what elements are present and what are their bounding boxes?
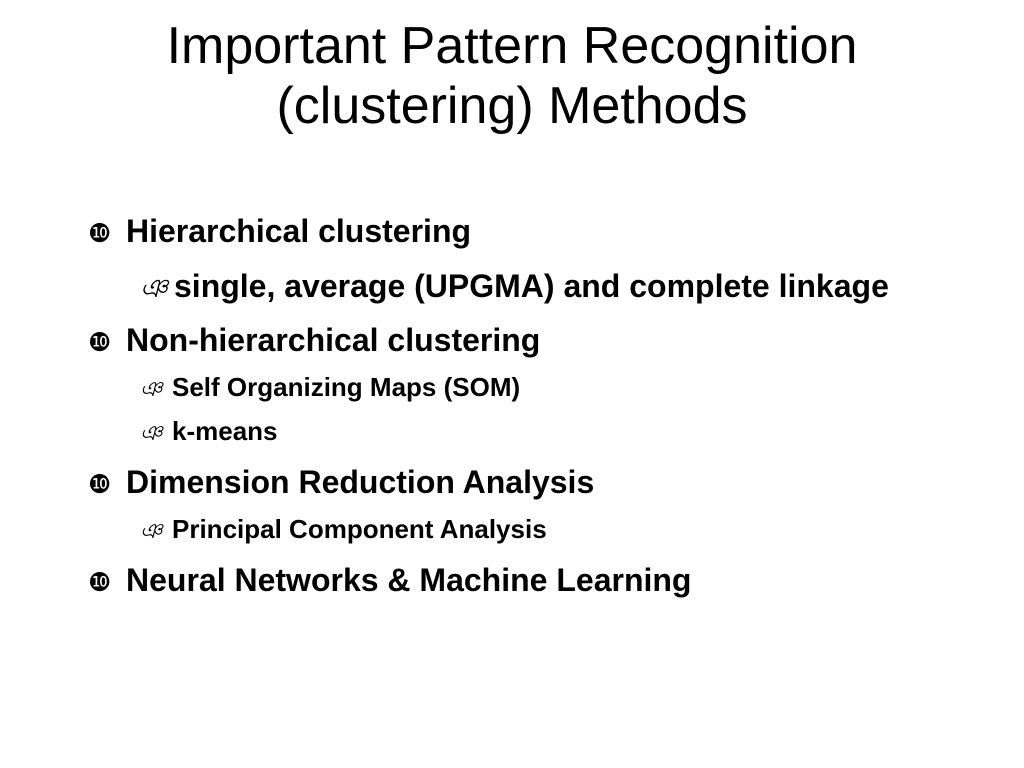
slide-title: Important Pattern Recognition (clusterin… xyxy=(0,16,1024,136)
sub-bullet-text: Self Organizing Maps (SOM) xyxy=(172,372,521,402)
sub-bullet-item: ঞ single, average (UPGMA) and complete l… xyxy=(140,264,988,311)
bullet-item: ❿ Dimension Reduction Analysis xyxy=(88,463,988,503)
script-bullet-icon: ঞ xyxy=(140,274,168,304)
sub-bullet-item: ঞ k-means xyxy=(140,415,988,449)
sub-bullet-text: k-means xyxy=(172,416,278,446)
title-line-1: Important Pattern Recognition xyxy=(166,17,858,75)
bullet-item: ❿ Hierarchical clustering xyxy=(88,212,988,252)
script-bullet-icon: ঞ xyxy=(140,421,163,445)
script-bullet-icon: ঞ xyxy=(140,377,163,401)
bullet-text: Neural Networks & Machine Learning xyxy=(126,562,692,598)
script-bullet-icon: ঞ xyxy=(140,519,163,543)
bullet-item: ❿ Neural Networks & Machine Learning xyxy=(88,561,988,601)
bullet-list: ❿ Hierarchical clustering ঞ single, aver… xyxy=(88,212,988,601)
numbered-circle-bullet-icon: ❿ xyxy=(88,567,112,597)
bullet-text: Dimension Reduction Analysis xyxy=(126,464,595,500)
sub-bullet-text: single, average (UPGMA) and complete lin… xyxy=(174,268,889,304)
sub-bullet-text: Principal Component Analysis xyxy=(172,514,547,544)
numbered-circle-bullet-icon: ❿ xyxy=(88,469,112,499)
numbered-circle-bullet-icon: ❿ xyxy=(88,327,112,357)
title-line-2: (clustering) Methods xyxy=(276,77,748,135)
sub-bullet-item: ঞ Principal Component Analysis xyxy=(140,513,988,547)
sub-bullet-item: ঞ Self Organizing Maps (SOM) xyxy=(140,371,988,405)
bullet-text: Non-hierarchical clustering xyxy=(126,322,541,358)
bullet-text: Hierarchical clustering xyxy=(126,213,472,249)
bullet-item: ❿ Non-hierarchical clustering xyxy=(88,321,988,361)
numbered-circle-bullet-icon: ❿ xyxy=(88,218,112,248)
